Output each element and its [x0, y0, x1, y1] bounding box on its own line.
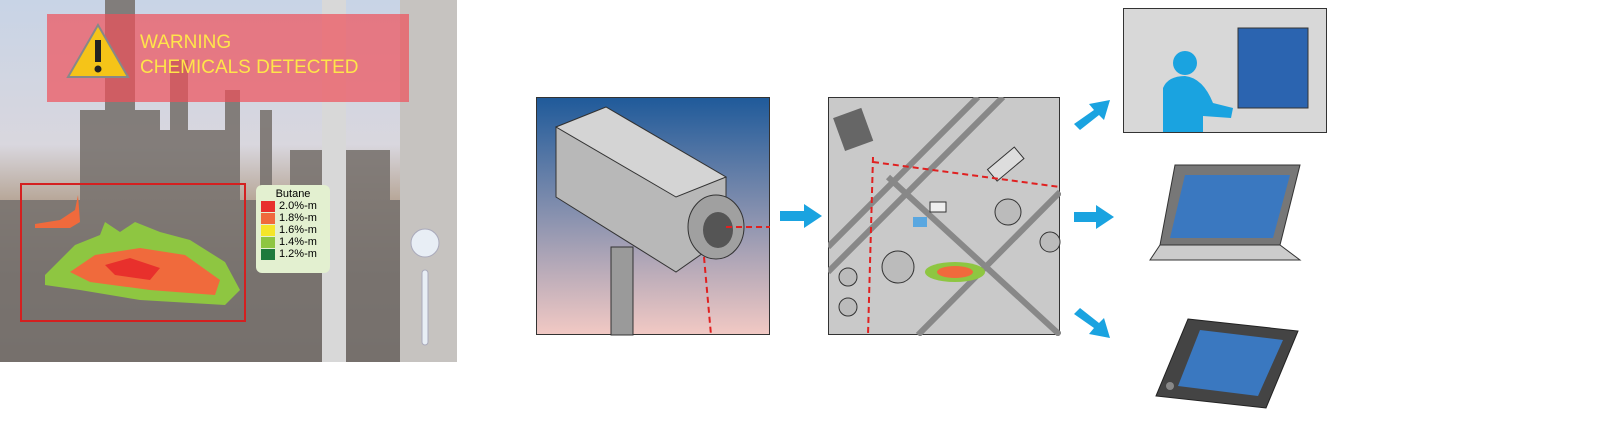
warning-banner: [47, 14, 409, 102]
legend-item: 1.2%-m: [261, 248, 330, 260]
detection-box: [20, 183, 246, 322]
site-map-illustration: [828, 97, 1061, 336]
legend-item: 1.8%-m: [261, 212, 330, 224]
arrow-icon: [1074, 100, 1110, 130]
gas-plume-small: [35, 195, 80, 228]
arrow-icon: [780, 204, 822, 228]
arrow-icon: [1074, 308, 1110, 338]
warning-text: WARNING CHEMICALS DETECTED: [140, 30, 359, 80]
legend-label: 1.2%-m: [279, 248, 317, 260]
pan-control[interactable]: [410, 228, 440, 258]
camera-illustration: [536, 97, 770, 336]
warning-icon: [66, 22, 130, 78]
laptop-icon: [1149, 164, 1302, 261]
warning-message: CHEMICALS DETECTED: [140, 57, 359, 78]
warning-title: WARNING: [140, 32, 232, 53]
legend-label: 1.8%-m: [279, 212, 317, 224]
zoom-slider[interactable]: [421, 269, 429, 346]
legend-item: 2.0%-m: [261, 200, 330, 212]
concentration-legend: Butane 2.0%-m 1.8%-m 1.6%-m 1.4%-m 1.2%-…: [256, 185, 330, 273]
legend-item: 1.4%-m: [261, 236, 330, 248]
legend-label: 1.6%-m: [279, 224, 317, 236]
control-room-illustration: [1123, 8, 1327, 133]
refinery-scene: [0, 0, 457, 362]
legend-label: 1.4%-m: [279, 236, 317, 248]
smartphone-icon: [1155, 318, 1299, 409]
legend-item: 1.6%-m: [261, 224, 330, 236]
refinery-camera-view: WARNING CHEMICALS DETECTED Butane 2.0%-m…: [0, 0, 457, 362]
arrow-icon: [1074, 205, 1114, 229]
legend-title: Butane: [275, 188, 311, 200]
legend-label: 2.0%-m: [279, 200, 317, 212]
